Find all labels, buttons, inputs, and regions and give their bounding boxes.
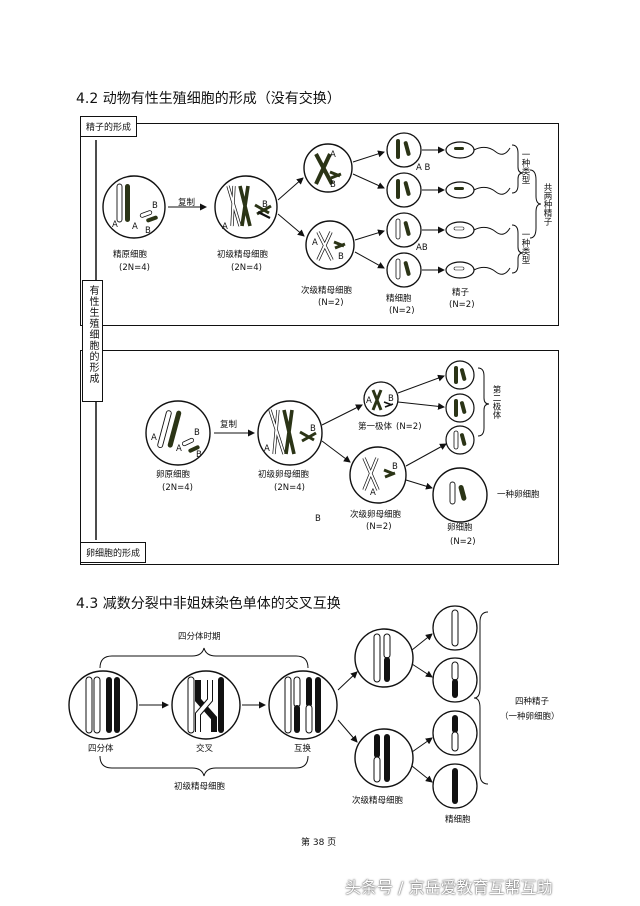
secondary-spermatocyte-upper — [303, 143, 353, 193]
primary-spermatocyte-cell — [214, 175, 278, 239]
crossing-arrows — [139, 633, 433, 783]
label-two-kinds-sperm: 共两种精子 — [542, 183, 552, 226]
sexual-cell-formation-tag: 有性生殖细胞的形成 — [82, 280, 103, 402]
sperm-cells — [445, 141, 511, 279]
label-oogonium: 卵原细胞 — [156, 470, 191, 480]
label-primary-oocyte-ploidy: (2N=4) — [274, 483, 305, 493]
label-copy-egg: 复制 — [220, 420, 238, 430]
gene-b-label: B — [196, 450, 202, 460]
label-second-polar-body: 第二极体 — [491, 385, 501, 419]
label-spermatogonium-ploidy: (2N=4) — [119, 263, 150, 273]
label-spermatid-43: 精细胞 — [445, 815, 471, 825]
gene-b-label: B — [262, 200, 268, 210]
label-one-type-a: 一种类型 — [520, 150, 530, 184]
egg-cell — [432, 467, 488, 523]
tetrad-cell — [68, 670, 138, 740]
label-primary-spermatocyte-ploidy: (2N=4) — [231, 263, 262, 273]
exchange-cell — [268, 670, 338, 740]
secondary-spermatocyte-lower — [305, 220, 355, 270]
label-primary-spermatocyte-43: 初级精母细胞 — [174, 782, 226, 792]
secondary-oocyte-cell — [349, 446, 407, 504]
gene-a-label: A — [112, 220, 118, 230]
label-copy-sperm: 复制 — [178, 198, 196, 208]
spermatid-cells — [386, 132, 422, 288]
crossing-secondary-cells — [354, 628, 414, 788]
gene-b-label: B — [330, 180, 336, 190]
label-spermatid-ploidy: (N=2) — [389, 306, 415, 316]
section-title-4-2: 4.2 动物有性生殖细胞的形成（没有交换） — [76, 91, 341, 107]
label-secondary-spermatocyte-43: 次级精母细胞 — [352, 796, 404, 806]
gene-b-label: B — [310, 424, 316, 434]
label-egg-cell-ploidy: (N=2) — [450, 537, 476, 547]
oogenesis-frame — [80, 350, 559, 565]
label-oogonium-ploidy: (2N=4) — [162, 483, 193, 493]
gene-b-label: B — [194, 428, 200, 438]
label-egg-cell: 卵细胞 — [447, 523, 473, 533]
first-polar-body-cell — [363, 381, 399, 417]
egg-arrows — [214, 367, 490, 490]
label-crossing: 交叉 — [196, 744, 214, 754]
gene-b-label: B — [338, 252, 344, 262]
stray-gene-b: B — [315, 514, 321, 524]
label-four-sperm: 四种精子 — [515, 697, 550, 707]
page-number: 第 38 页 — [301, 838, 337, 848]
section-title-4-3: 4.3 减数分裂中非姐妹染色单体的交叉互换 — [76, 596, 341, 612]
label-primary-oocyte: 初级卵母细胞 — [258, 470, 310, 480]
primary-oocyte-cell — [257, 400, 323, 466]
label-secondary-oocyte: 次级卵母细胞 — [350, 510, 402, 520]
label-sperm: 精子 — [452, 288, 470, 298]
label-first-polar-body: 第一极体 — [358, 422, 393, 432]
gene-a-label: A — [151, 433, 157, 443]
second-polar-bodies — [445, 360, 475, 455]
gene-a-label: A — [176, 444, 182, 454]
label-spermatid: 精细胞 — [386, 294, 412, 304]
gene-a-label: A — [132, 222, 138, 232]
gene-b-label: B — [152, 201, 158, 211]
oogonium-cell — [145, 400, 211, 466]
gene-a-label: A — [370, 488, 376, 498]
gene-a-label: A — [222, 222, 228, 232]
crossing-spermatid-cells — [432, 605, 478, 809]
gene-a-label: A — [330, 150, 336, 160]
label-gene-ab: A B — [416, 163, 431, 173]
gene-a-label: A — [312, 238, 318, 248]
label-one-egg-type: 一种卵细胞 — [497, 490, 540, 500]
label-secondary-spermatocyte: 次级精母细胞 — [301, 286, 353, 296]
sperm-arrows — [168, 144, 542, 274]
label-first-polar-body-ploidy: (N=2) — [396, 422, 422, 432]
gene-a-label: A — [366, 396, 372, 406]
label-four-sperm-note: （一种卵细胞） — [500, 712, 560, 722]
egg-formation-tag: 卵细胞的形成 — [80, 542, 147, 563]
gene-b-label: B — [392, 462, 398, 472]
watermark: 头条号 / 京岳爱教育互帮互助 — [345, 878, 553, 897]
sperm-formation-tag: 精子的形成 — [80, 116, 138, 137]
label-secondary-spermatocyte-ploidy: (N=2) — [318, 298, 344, 308]
label-sperm-ploidy: (N=2) — [449, 300, 475, 310]
label-gene-ab-2: AB — [416, 243, 428, 253]
gene-b-label: B — [145, 226, 151, 236]
gene-b-label: B — [388, 394, 394, 404]
label-tetrad: 四分体 — [88, 744, 114, 754]
label-primary-spermatocyte: 初级精母细胞 — [217, 250, 269, 260]
label-tetrad-period: 四分体时期 — [178, 632, 221, 642]
spermatogonium-cell — [102, 175, 166, 239]
label-secondary-oocyte-ploidy: (N=2) — [366, 522, 392, 532]
crossing-cell — [171, 670, 241, 740]
gene-a-label: A — [264, 444, 270, 454]
label-one-type-b: 一种类型 — [520, 230, 530, 264]
label-exchange: 互换 — [294, 744, 312, 754]
crossing-over-braces — [99, 611, 489, 785]
label-spermatogonium: 精原细胞 — [113, 250, 148, 260]
